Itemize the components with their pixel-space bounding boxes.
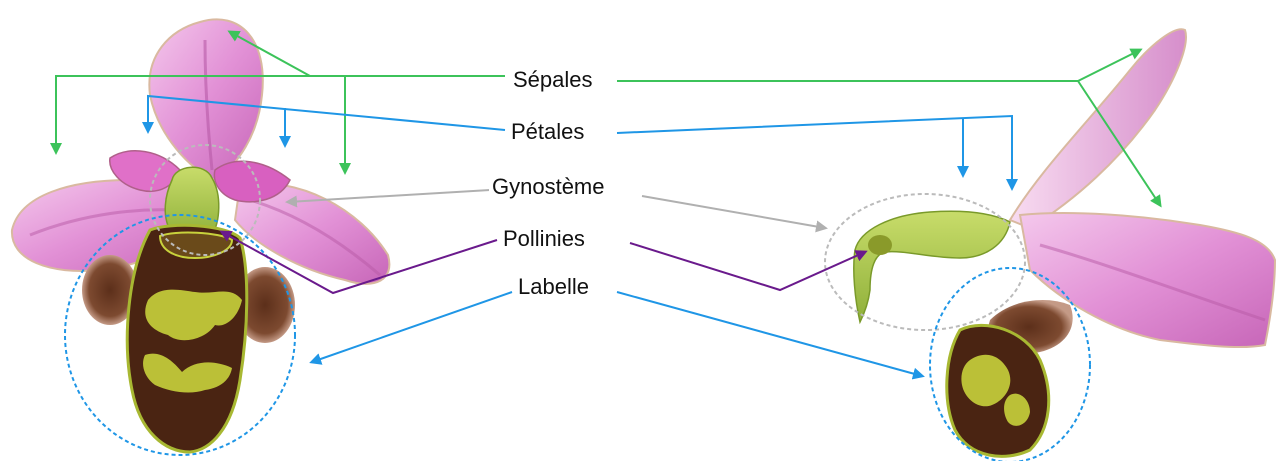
right-labellum-circle (929, 267, 1091, 463)
left-gynosteme-circle (149, 144, 261, 256)
label-labelle: Labelle (515, 274, 592, 300)
left-fur-lobe-left (82, 255, 138, 325)
petales-arrows (142, 94, 1018, 191)
left-fur-lobe-right (235, 267, 295, 343)
label-petales: Pétales (508, 119, 588, 145)
label-sepales: Sépales (510, 67, 596, 93)
label-pollinies: Pollinies (500, 226, 588, 252)
left-labellum-circle (64, 214, 296, 456)
right-flower (824, 28, 1277, 463)
right-labellum-pattern (961, 354, 1030, 426)
labelle-arrows (309, 291, 925, 380)
right-upper-sepal (1008, 28, 1187, 230)
left-flower (10, 18, 391, 456)
right-gynosteme-circle (824, 193, 1026, 331)
sepales-arrows (50, 30, 1162, 208)
left-right-petal (213, 160, 291, 203)
label-gynosteme: Gynostème (489, 174, 608, 200)
pollinies-arrows (219, 230, 868, 295)
left-labellum-pattern (143, 289, 242, 393)
gynosteme-arrows (285, 189, 828, 233)
right-gynosteme (853, 210, 1011, 325)
